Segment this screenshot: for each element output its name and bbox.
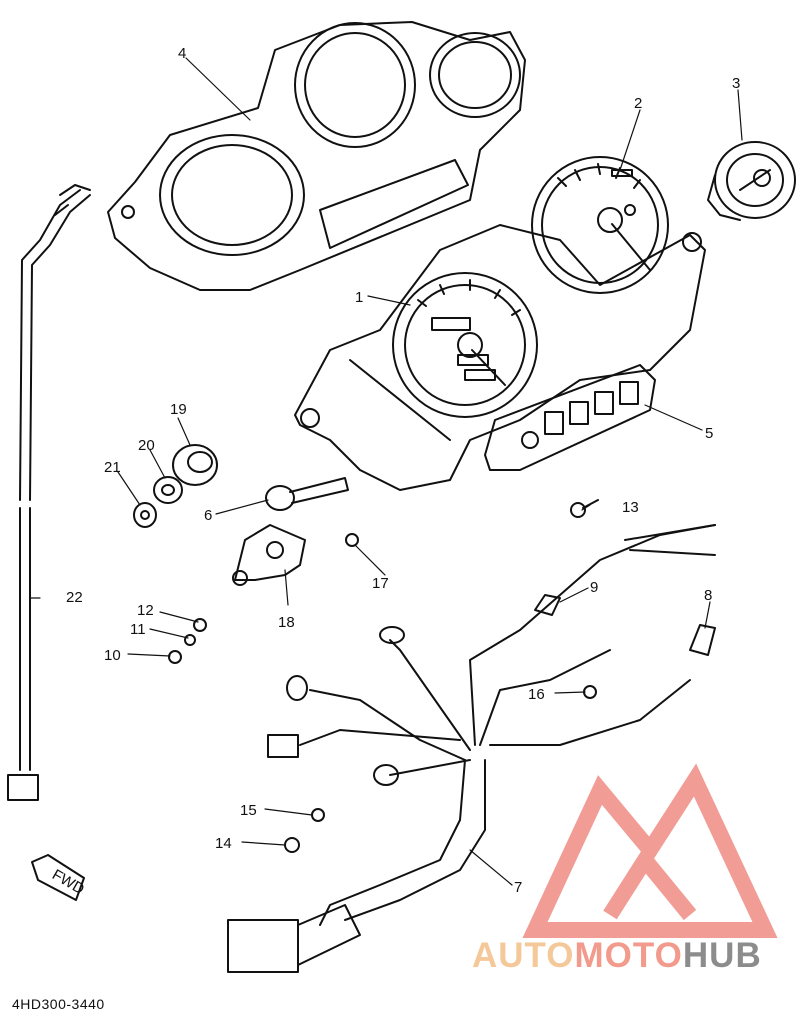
callout-1: 1 <box>355 289 363 306</box>
callout-12: 12 <box>137 602 154 619</box>
callout-9: 9 <box>590 579 598 596</box>
indicator-panel <box>484 364 656 471</box>
watermark-brand: AUTOMOTOHUB <box>472 936 762 976</box>
bulbs <box>534 594 716 656</box>
speedometer-cable <box>7 184 91 801</box>
callout-14: 14 <box>215 835 232 852</box>
part-code: 4HD300-3440 <box>12 996 105 1012</box>
indicator-assembly <box>707 141 796 221</box>
callout-5: 5 <box>705 425 713 442</box>
callout-16: 16 <box>528 686 545 703</box>
callout-2: 2 <box>634 95 642 112</box>
brand-auto: AUTO <box>472 936 575 975</box>
meter-cover <box>107 21 526 291</box>
callout-21: 21 <box>104 459 121 476</box>
fwd-arrow <box>31 854 85 901</box>
wire-harness <box>227 524 716 973</box>
callout-6: 6 <box>204 507 212 524</box>
callout-11: 11 <box>130 621 146 638</box>
trip-knob <box>265 477 349 511</box>
watermark-logo <box>522 763 778 938</box>
brand-hub: HUB <box>682 936 762 975</box>
callout-7: 7 <box>514 879 522 896</box>
grommets <box>133 444 218 528</box>
callout-13: 13 <box>622 499 639 516</box>
callout-4: 4 <box>178 45 186 62</box>
callout-10: 10 <box>104 647 121 664</box>
screws <box>168 499 599 853</box>
callout-3: 3 <box>732 75 740 92</box>
cable-bracket <box>232 524 306 586</box>
meter-case <box>294 224 706 491</box>
leader-lines <box>29 57 743 886</box>
callout-labels: 1 2 3 4 5 6 7 8 9 10 11 12 13 14 15 16 1… <box>49 45 740 898</box>
callout-18: 18 <box>278 614 295 631</box>
callout-19: 19 <box>170 401 187 418</box>
callout-17: 17 <box>372 575 389 592</box>
callout-22: 22 <box>66 589 83 606</box>
brand-moto: MOTO <box>574 936 683 975</box>
speedometer <box>392 272 538 418</box>
callout-8: 8 <box>704 587 712 604</box>
fwd-label: FWD <box>49 866 87 898</box>
callout-20: 20 <box>138 437 155 454</box>
callout-15: 15 <box>240 802 257 819</box>
tachometer <box>531 156 669 294</box>
